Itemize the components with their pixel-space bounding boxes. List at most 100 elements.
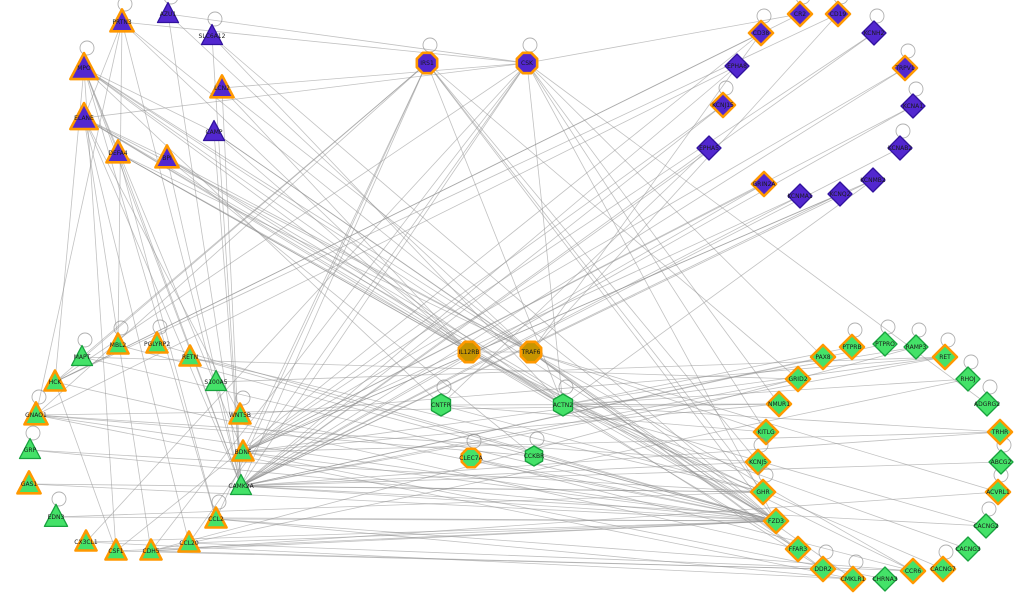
node-GHR[interactable]: GHR (749, 467, 777, 506)
node-CX3CL1[interactable]: CX3CL1 (74, 529, 98, 552)
edge-PGLYRP2-FZD3 (156, 343, 777, 522)
node-CSF1[interactable]: CSF1 (104, 538, 128, 561)
edge-CNTFR-KITLG (440, 404, 767, 433)
node-label: CD38 (753, 30, 770, 37)
node-ABCG2[interactable]: ABCG2 (988, 437, 1014, 475)
node-GRIN2A[interactable]: GRIN2A (750, 170, 778, 198)
node-BPI[interactable]: BPI (154, 144, 180, 169)
node-GNAO1[interactable]: GNAO1 (23, 389, 49, 426)
node-RAMP3[interactable]: RAMP3 (903, 322, 929, 360)
node-DDR2[interactable]: DDR2 (809, 544, 837, 583)
node-shape-triangle (209, 74, 235, 99)
node-PGLYRP2[interactable]: PGLYRP2 (144, 319, 170, 354)
node-CCL2[interactable]: CCL2 (204, 494, 228, 529)
node-TRHR[interactable]: TRHR (986, 418, 1014, 446)
node-HCK[interactable]: HCK (43, 369, 67, 392)
node-SLC6A12[interactable]: SLC6A12 (199, 11, 226, 46)
node-IL12RB[interactable]: IL12RB (457, 340, 481, 364)
node-NMUR1[interactable]: NMUR1 (765, 390, 793, 418)
node-shape-diamond (955, 366, 981, 392)
node-RET[interactable]: RET (931, 332, 959, 371)
node-CD19[interactable]: CD19 (824, 0, 852, 28)
node-label: RHOJ (960, 376, 975, 383)
node-CD38[interactable]: CD38 (747, 8, 775, 47)
node-WNT5B[interactable]: WNT5B (228, 390, 252, 425)
node-ACTN2[interactable]: ACTN2 (552, 379, 574, 417)
edge-TRPV1-BDNF (242, 67, 906, 453)
node-PTPRO[interactable]: PTPRO (872, 319, 898, 357)
edge-WNT5B-RET (239, 356, 946, 416)
node-EPHA5[interactable]: EPHA5 (696, 135, 722, 161)
node-CR2[interactable]: CR2 (786, 0, 814, 28)
node-shape-diamond (809, 343, 837, 371)
node-CSK[interactable]: CSK (515, 37, 539, 75)
node-EDN3[interactable]: EDN3 (43, 491, 69, 528)
node-shape-diamond (809, 555, 837, 583)
node-PRTN3[interactable]: PRTN3 (109, 0, 135, 33)
node-KCNH2[interactable]: KCNH2 (861, 8, 887, 46)
node-PAX8[interactable]: PAX8 (809, 343, 837, 371)
node-CCKBR[interactable]: CCKBR (524, 431, 545, 467)
node-label: CDH5 (142, 548, 159, 555)
node-CACNG7[interactable]: CACNG7 (929, 544, 957, 583)
node-EPHA8[interactable]: EPHA8 (724, 53, 750, 79)
edge-CCKBR-GNAO1 (35, 414, 535, 457)
node-KCNA1[interactable]: KCNA1 (900, 81, 926, 119)
node-MBL2[interactable]: MBL2 (106, 320, 130, 355)
node-LCN2[interactable]: LCN2 (209, 74, 235, 99)
node-RHOJ[interactable]: RHOJ (955, 354, 981, 392)
node-shape-diamond (887, 135, 913, 161)
node-CACNG2[interactable]: CACNG2 (973, 501, 999, 539)
node-FFAR3[interactable]: FFAR3 (784, 535, 812, 563)
node-GRID2[interactable]: GRID2 (784, 365, 812, 393)
node-IRS1[interactable]: IRS1 (415, 37, 439, 75)
node-CCL20[interactable]: CCL20 (177, 530, 201, 553)
node-ADGRG2[interactable]: ADGRG2 (974, 379, 1000, 417)
node-CLEC7A[interactable]: CLEC7A (459, 433, 484, 469)
node-TRPV1[interactable]: TRPV1 (891, 43, 919, 82)
node-GRP[interactable]: GRP (18, 425, 42, 460)
node-ELANE[interactable]: ELANE (69, 101, 99, 131)
edge-ACTN2-CACNG3 (562, 404, 969, 550)
node-label: LCN2 (214, 85, 230, 92)
node-CAMP[interactable]: CAMP (202, 119, 226, 142)
node-AZU1[interactable]: AZU1 (156, 0, 180, 24)
node-BDNF[interactable]: BDNF (231, 439, 255, 462)
node-ACVRL1[interactable]: ACVRL1 (984, 467, 1012, 506)
node-shape-triangle (105, 139, 131, 164)
node-RETN[interactable]: RETN (178, 344, 202, 367)
node-KCNAB2[interactable]: KCNAB2 (887, 123, 913, 161)
edge-MPO-ACTN2 (83, 67, 564, 406)
node-label: RET (939, 354, 951, 361)
node-CDH5[interactable]: CDH5 (139, 538, 163, 561)
node-CMKLR1[interactable]: CMKLR1 (839, 554, 867, 593)
node-CHRNA3[interactable]: CHRNA3 (872, 566, 898, 592)
node-MAPT[interactable]: MAPT (70, 332, 94, 367)
node-KCNMB2[interactable]: KCNMB2 (860, 167, 886, 193)
node-GAS1[interactable]: GAS1 (16, 470, 42, 495)
node-CNTFR[interactable]: CNTFR (430, 379, 452, 417)
node-MPO[interactable]: MPO (69, 40, 99, 81)
node-label: CLEC7A (459, 455, 483, 462)
node-KCNQ2[interactable]: KCNQ2 (827, 181, 853, 207)
node-TRAF6[interactable]: TRAF6 (519, 340, 543, 364)
edge-EPHA5-CAMK2A (240, 147, 710, 487)
edge-IRS1-FZD3 (426, 62, 777, 522)
node-CAMK2A[interactable]: CAMK2A (228, 473, 255, 496)
node-label: CAMK2A (228, 483, 254, 490)
node-PTPRB[interactable]: PTPRB (838, 322, 866, 361)
node-S100A5[interactable]: S100A5 (204, 369, 228, 392)
node-FZD3[interactable]: FZD3 (762, 507, 790, 535)
node-label: CCKBR (524, 453, 545, 460)
node-shape-diamond (784, 535, 812, 563)
edge-CAMK2A-ABCG2 (240, 461, 1002, 487)
node-CACNG3[interactable]: CACNG3 (955, 536, 981, 562)
node-KCNJ15[interactable]: KCNJ15 (709, 80, 737, 119)
node-CCR6[interactable]: CCR6 (899, 557, 927, 585)
node-KCNMA1[interactable]: KCNMA1 (787, 183, 813, 209)
edge-MAPT-FZD3 (81, 356, 777, 522)
node-label: IL12RB (458, 349, 479, 356)
node-DEFA4[interactable]: DEFA4 (105, 139, 131, 164)
